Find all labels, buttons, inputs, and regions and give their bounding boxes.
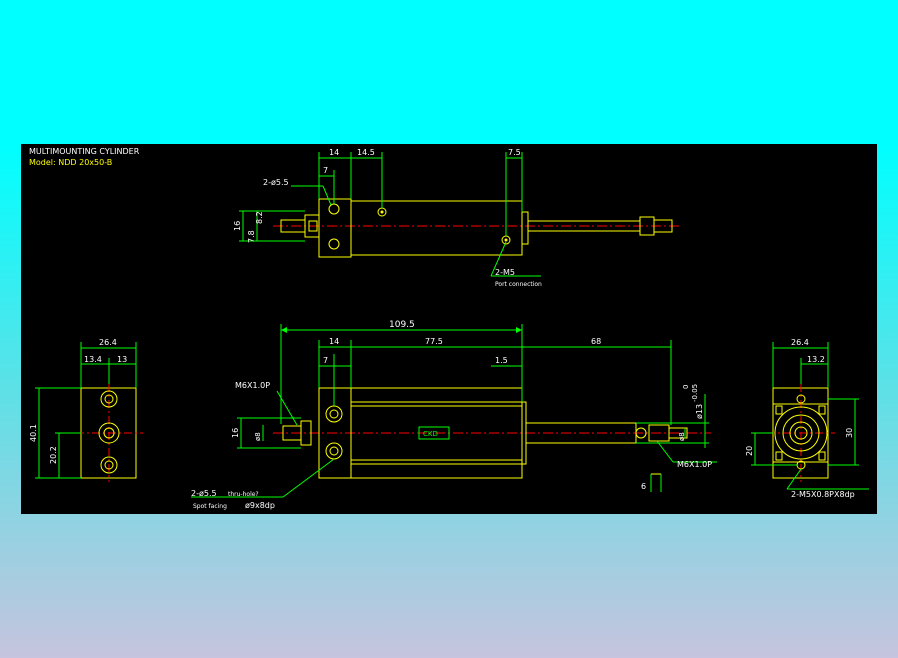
front-thread-left-leader [276, 390, 298, 426]
left-dim-40-1: 40.1 [29, 424, 38, 442]
right-end-outer-ring [774, 406, 828, 460]
top-dim-16: 16 [233, 221, 242, 231]
right-end-slot-2 [818, 405, 826, 415]
top-dim-7-5: 7.5 [508, 148, 521, 157]
cad-drawing: MULTIMOUNTING CYLINDER Model: NDD 20x50-… [29, 147, 869, 510]
front-dim-6: 6 [641, 482, 646, 491]
left-end-port-inner [103, 427, 115, 439]
front-rod-end [668, 427, 688, 439]
front-thru-label: thru-hole? [228, 491, 259, 498]
top-port-2-center [504, 238, 508, 242]
right-end-tap-top [796, 394, 806, 404]
top-rod-end [653, 219, 673, 233]
front-view: CKD 109.5 14 77.5 68 7 1.5 ø13 0 -0.05 ø… [191, 320, 717, 510]
front-thread-right: M6X1.0P [677, 460, 712, 469]
front-thread-left: M6X1.0P [235, 381, 270, 390]
front-left-nut [300, 420, 312, 446]
front-rod-dia: ø13 [695, 404, 704, 419]
top-port-label: 2-M5 [495, 268, 515, 277]
front-tol-lower: -0.05 [691, 384, 699, 402]
left-end-hole-bottom-inner [104, 460, 114, 470]
cad-drawing-canvas: MULTIMOUNTING CYLINDER Model: NDD 20x50-… [21, 144, 877, 514]
right-end-rod-inner [794, 426, 808, 440]
right-tap-label: 2-M5X0.8PX8dp [791, 490, 855, 499]
right-dim-30: 30 [845, 428, 854, 438]
front-hole-upper-inner [329, 409, 339, 419]
top-port-1-center [380, 210, 384, 214]
front-tol-upper: 0 [682, 385, 690, 389]
front-thread-right-leader [656, 440, 674, 463]
front-label-plate [418, 426, 450, 440]
front-spot-size: ø9x8dp [245, 501, 275, 510]
left-end-view: 26.4 13.4 13 40.1 20.2 [29, 338, 143, 482]
top-port-leader [490, 241, 507, 277]
right-dim-13-2: 13.2 [807, 355, 825, 364]
front-label-plate-text: CKD [423, 430, 438, 438]
top-dim-14-5: 14.5 [357, 148, 375, 157]
top-head-block [318, 198, 352, 258]
right-end-slot-3 [775, 451, 783, 461]
top-dim-7: 7 [323, 166, 328, 175]
right-tap-leader [786, 468, 802, 490]
front-dim-1-5: 1.5 [495, 356, 508, 365]
front-holes-label: 2-ø5.5 [191, 489, 217, 498]
left-end-hole-top [100, 390, 118, 408]
top-dim-14: 14 [329, 148, 339, 157]
top-hole-lower [328, 238, 340, 250]
drawing-title: MULTIMOUNTING CYLINDER [29, 147, 140, 156]
top-endcap [521, 211, 529, 245]
front-dim-14: 14 [329, 337, 339, 346]
left-end-hole-top-inner [104, 394, 114, 404]
top-view: 14 14.5 7.5 7 16 7.8 8.2 2-ø5.5 2-M5 Por… [233, 148, 681, 288]
left-dim-13-4: 13.4 [84, 355, 102, 364]
model-label: Model: NDD 20x50-B [29, 158, 112, 167]
right-end-bore [782, 414, 820, 452]
top-holes-leader [322, 185, 332, 206]
front-dim-8-right: ø8 [678, 432, 686, 441]
left-dim-13: 13 [117, 355, 127, 364]
front-spot-label: Spot facing [193, 503, 227, 510]
top-left-flats [308, 220, 318, 232]
left-end-hole-bottom [100, 456, 118, 474]
top-hole-upper [328, 203, 340, 215]
front-dim-7: 7 [323, 356, 328, 365]
front-rod-wrench-flat [635, 427, 647, 439]
top-port-note: Port connection [495, 281, 542, 288]
right-dim-20: 20 [745, 446, 754, 456]
front-dim-109-5: 109.5 [389, 320, 415, 330]
front-dim-16: 16 [231, 428, 240, 438]
right-end-slot-1 [775, 405, 783, 415]
top-body [350, 200, 523, 256]
front-hole-lower [325, 442, 343, 460]
left-dim-26-4: 26.4 [99, 338, 117, 347]
right-end-rod [789, 421, 813, 445]
front-dim-77-5: 77.5 [425, 337, 443, 346]
top-dim-7-8: 7.8 [247, 230, 256, 243]
top-dim-8-2: 8.2 [255, 211, 264, 224]
front-dim-68: 68 [591, 337, 601, 346]
front-hole-lower-inner [329, 446, 339, 456]
top-holes-label: 2-ø5.5 [263, 178, 289, 187]
right-dim-26-4: 26.4 [791, 338, 809, 347]
front-dim-8-left: ø8 [254, 432, 262, 441]
left-dim-20-2: 20.2 [49, 446, 58, 464]
front-hole-upper [325, 405, 343, 423]
front-holes-leader [282, 458, 335, 498]
right-end-view: 26.4 13.2 20 30 2-M5X0.8PX8dp [745, 338, 869, 499]
left-end-port [98, 422, 120, 444]
right-end-slot-4 [818, 451, 826, 461]
